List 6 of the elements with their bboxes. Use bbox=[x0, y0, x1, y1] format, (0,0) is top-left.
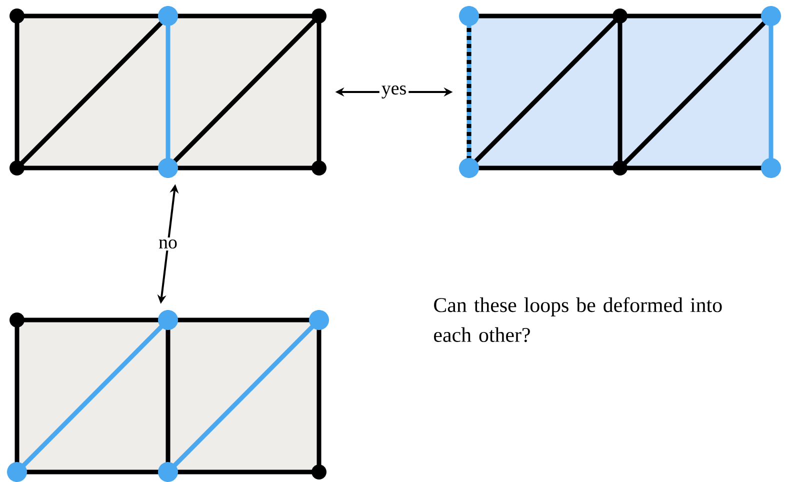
grid-drawing bbox=[459, 6, 781, 178]
grid-drawing bbox=[10, 6, 326, 178]
question-text: Can these loops be deformed into each other? bbox=[434, 297, 722, 342]
grid-drawing bbox=[7, 310, 329, 482]
edge-label: no bbox=[156, 237, 180, 251]
edge-label: yes bbox=[379, 84, 409, 100]
